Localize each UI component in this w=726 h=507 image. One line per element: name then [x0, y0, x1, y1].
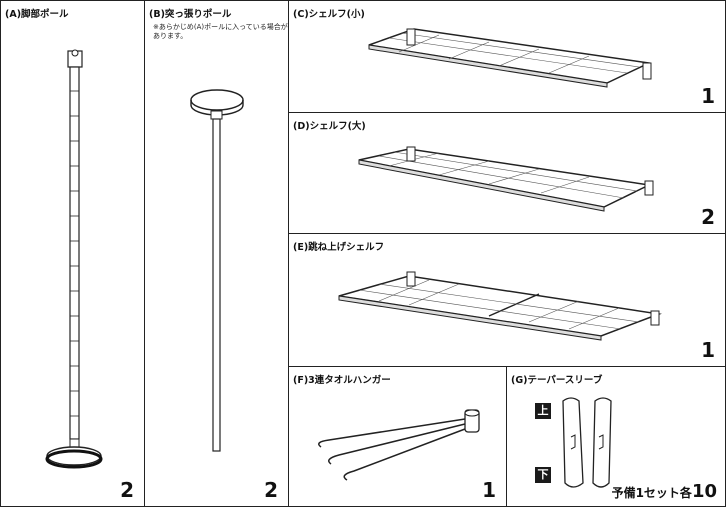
panel-a-quantity: 2 — [120, 478, 134, 502]
large-shelf-illustration — [358, 146, 654, 212]
spare-text: 予備1セット各 — [611, 486, 692, 500]
spare-note: 予備1セット各10 — [612, 481, 717, 502]
bottom-mark: 下 — [535, 467, 551, 483]
panel-d-shelf-large: (D)シェルフ(大) 2 — [289, 113, 725, 234]
panel-a-label: (A)脚部ポール — [5, 9, 69, 20]
taper-sleeve-illustration — [562, 397, 612, 488]
panel-b-quantity: 2 — [264, 478, 278, 502]
tension-pole-illustration — [190, 89, 244, 452]
panel-f-towel-hanger: (F)3連タオルハンガー 1 — [289, 367, 507, 506]
panel-f-quantity: 1 — [482, 478, 496, 502]
panel-c-shelf-small: (C)シェルフ(小) 1 — [289, 1, 725, 113]
flip-up-shelf-illustration — [338, 271, 662, 341]
panel-e-label: (E)跳ね上げシェルフ — [293, 242, 385, 253]
panel-b-label: (B)突っ張りポール — [149, 9, 232, 20]
panel-g-label: (G)テーパースリーブ — [511, 375, 603, 386]
panel-c-quantity: 1 — [701, 84, 715, 108]
small-shelf-illustration — [368, 28, 652, 88]
panel-a-leg-pole: (A)脚部ポール 2 — [1, 1, 145, 506]
panel-f-label: (F)3連タオルハンガー — [293, 375, 391, 386]
towel-hanger-illustration — [318, 409, 480, 481]
panel-e-quantity: 1 — [701, 338, 715, 362]
leg-pole-illustration — [45, 49, 103, 469]
panel-g-taper-sleeve: (G)テーパースリーブ 上 下 予備1セット各10 — [507, 367, 725, 506]
panel-c-label: (C)シェルフ(小) — [293, 9, 365, 20]
top-mark: 上 — [535, 403, 551, 419]
panel-e-flip-up-shelf: (E)跳ね上げシェルフ 1 — [289, 234, 725, 367]
panel-b-note: ※あらかじめ(A)ポールに入っている場合があります。 — [153, 23, 288, 41]
panel-d-label: (D)シェルフ(大) — [293, 121, 366, 132]
panel-d-quantity: 2 — [701, 205, 715, 229]
panel-b-tension-pole: (B)突っ張りポール ※あらかじめ(A)ポールに入っている場合があります。 2 — [145, 1, 289, 506]
spare-quantity: 10 — [691, 481, 717, 502]
